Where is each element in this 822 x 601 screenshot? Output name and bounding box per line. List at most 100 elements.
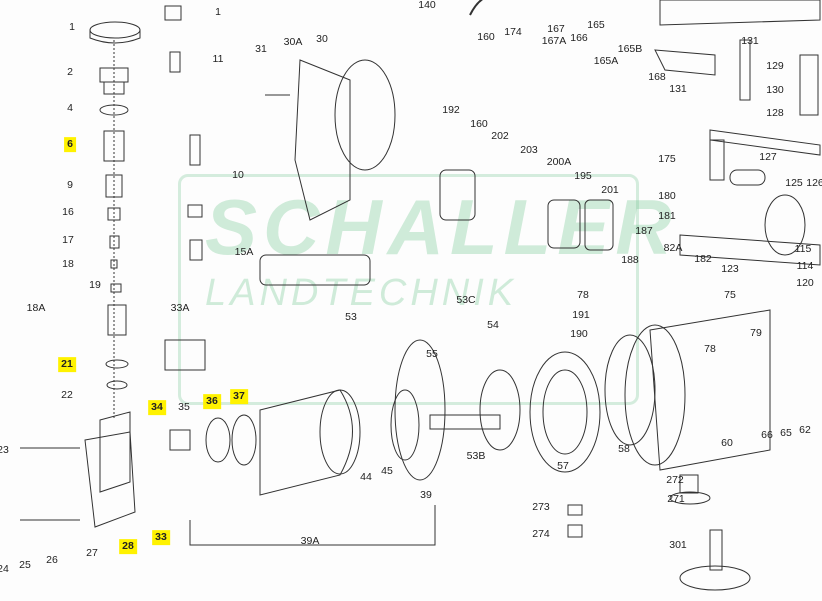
part-label-22: 22 [61, 389, 73, 402]
part-label-160: 160 [477, 31, 495, 44]
part-label-168: 168 [648, 71, 666, 84]
part-label-174: 174 [504, 26, 522, 39]
part-label-31: 31 [255, 43, 267, 56]
part-label-2: 2 [67, 66, 73, 79]
part-label-34: 34 [148, 400, 166, 415]
center-assembly [20, 59, 771, 591]
part-label-195: 195 [574, 170, 592, 183]
part-label-4: 4 [67, 102, 73, 115]
part-label-25: 25 [19, 559, 31, 572]
part-label-125: 125 [785, 177, 803, 190]
part-label-19: 19 [89, 279, 101, 292]
part-label-78: 78 [704, 343, 716, 356]
part-label-131: 131 [741, 35, 759, 48]
part-label-180: 180 [658, 190, 676, 203]
part-label-165a: 165A [593, 55, 619, 68]
part-label-45: 45 [381, 465, 393, 478]
part-label-53b: 53B [466, 450, 486, 463]
part-label-54: 54 [487, 319, 499, 332]
part-label-272: 272 [666, 474, 684, 487]
part-label-27: 27 [86, 547, 98, 560]
part-label-114: 114 [796, 260, 814, 273]
part-label-167a: 167A [541, 35, 567, 48]
part-label-126: 126 [806, 177, 822, 190]
part-label-33a: 33A [170, 302, 190, 315]
part-label-26: 26 [46, 554, 58, 567]
part-label-58: 58 [618, 443, 630, 456]
part-label-202: 202 [491, 130, 509, 143]
part-label-131: 131 [669, 83, 687, 96]
part-label-79: 79 [750, 327, 762, 340]
part-label-65: 65 [780, 427, 792, 440]
part-label-127: 127 [759, 151, 777, 164]
upper-right-assembly [439, 0, 821, 266]
part-label-39a: 39A [300, 535, 320, 548]
part-label-201: 201 [601, 184, 619, 197]
part-label-36: 36 [203, 394, 221, 409]
part-label-62: 62 [799, 424, 811, 437]
part-label-115: 115 [794, 243, 812, 256]
part-label-203: 203 [520, 144, 538, 157]
part-label-23: 23 [0, 444, 9, 457]
part-label-24: 24 [0, 563, 9, 576]
part-label-1: 1 [215, 6, 221, 19]
part-label-9: 9 [67, 179, 73, 192]
part-label-165: 165 [587, 19, 605, 32]
part-label-30: 30 [316, 33, 328, 46]
part-label-166: 166 [570, 32, 588, 45]
part-label-273: 273 [532, 501, 550, 514]
part-label-167: 167 [547, 23, 565, 36]
part-label-191: 191 [572, 309, 590, 322]
part-label-35: 35 [178, 401, 190, 414]
part-label-140: 140 [418, 0, 436, 12]
part-label-60: 60 [721, 437, 733, 450]
part-label-16: 16 [62, 206, 74, 219]
watermark-logo: SCHALLER [205, 183, 678, 271]
part-label-15a: 15A [234, 246, 254, 259]
part-label-200a: 200A [546, 156, 572, 169]
part-label-165b: 165B [617, 43, 643, 56]
part-label-128: 128 [766, 107, 784, 120]
part-label-6: 6 [64, 137, 76, 152]
part-label-181: 181 [658, 210, 676, 223]
part-label-78: 78 [577, 289, 589, 302]
part-label-274: 274 [532, 528, 550, 541]
part-label-33: 33 [152, 530, 170, 545]
part-label-75: 75 [724, 289, 736, 302]
left-valve-stack [84, 5, 182, 528]
part-label-57: 57 [557, 460, 569, 473]
part-label-82a: 82A [663, 242, 683, 255]
part-label-123: 123 [721, 263, 739, 276]
part-label-120: 120 [796, 277, 814, 290]
part-label-53c: 53C [456, 294, 476, 307]
part-label-10: 10 [232, 169, 244, 182]
part-label-1: 1 [69, 21, 75, 34]
part-label-66: 66 [761, 429, 773, 442]
part-label-11: 11 [212, 53, 224, 66]
part-label-30a: 30A [283, 36, 303, 49]
part-label-28: 28 [119, 539, 137, 554]
part-label-18: 18 [62, 258, 74, 271]
part-label-17: 17 [62, 234, 74, 247]
part-label-271: 271 [667, 493, 685, 506]
part-label-18a: 18A [26, 302, 46, 315]
part-label-37: 37 [230, 389, 248, 404]
part-label-182: 182 [694, 253, 712, 266]
watermark-frame [178, 174, 639, 405]
part-label-188: 188 [621, 254, 639, 267]
part-label-53: 53 [345, 311, 357, 324]
part-label-301: 301 [669, 539, 687, 552]
part-label-21: 21 [58, 357, 76, 372]
part-label-175: 175 [658, 153, 676, 166]
part-label-39: 39 [420, 489, 432, 502]
part-label-160: 160 [470, 118, 488, 131]
part-label-44: 44 [360, 471, 372, 484]
part-label-190: 190 [570, 328, 588, 341]
part-label-130: 130 [766, 84, 784, 97]
part-label-129: 129 [766, 60, 784, 73]
part-label-55: 55 [426, 348, 438, 361]
watermark-subtitle: LANDTECHNIK [205, 272, 518, 314]
part-label-192: 192 [442, 104, 460, 117]
